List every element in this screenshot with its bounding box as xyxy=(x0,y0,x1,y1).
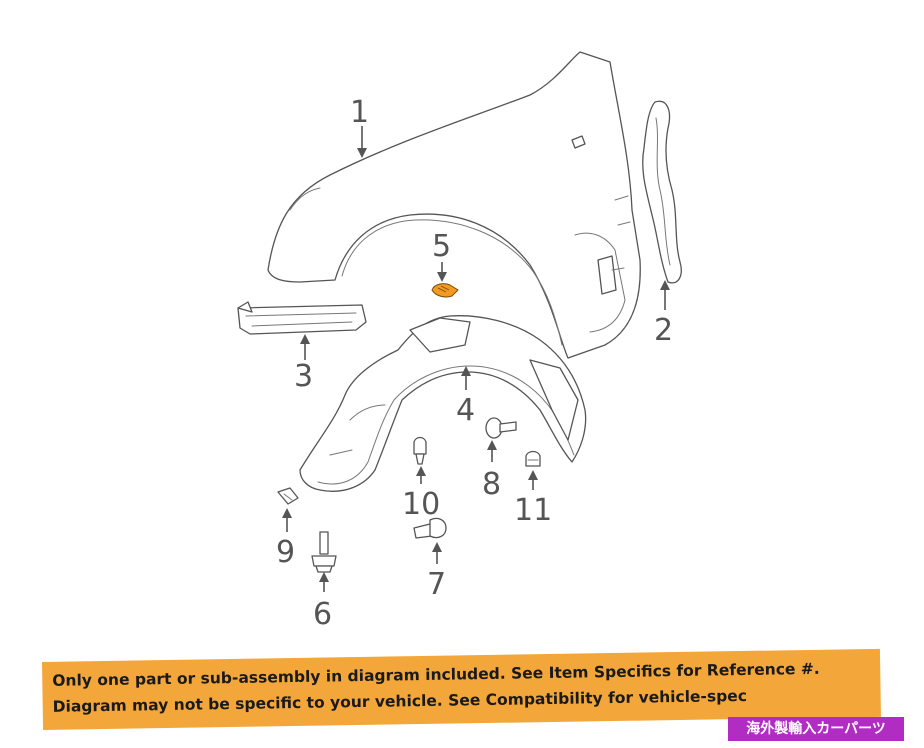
callout-5: 5 xyxy=(432,229,451,264)
clip-5-part xyxy=(431,283,459,298)
clip-9-part xyxy=(277,487,299,505)
callout-4: 4 xyxy=(456,393,475,428)
fender-liner-part xyxy=(299,315,587,492)
import-parts-badge: 海外製輸入カーパーツ xyxy=(728,717,904,741)
nut-clip-11-part xyxy=(525,450,541,467)
callout-2: 2 xyxy=(654,313,673,348)
callout-3: 3 xyxy=(294,359,313,394)
fender-part xyxy=(267,51,641,359)
bracket-part xyxy=(237,301,367,335)
callout-7: 7 xyxy=(427,567,446,602)
fender-seal-part xyxy=(642,100,682,284)
grommet-8-part xyxy=(485,417,517,439)
callout-6: 6 xyxy=(313,597,332,632)
callout-10: 10 xyxy=(402,487,440,522)
callout-1: 1 xyxy=(350,95,369,130)
callout-8: 8 xyxy=(482,467,501,502)
callout-9: 9 xyxy=(276,535,295,570)
leader-lines xyxy=(282,126,670,592)
retainer-10-part xyxy=(413,436,427,465)
callout-11: 11 xyxy=(514,493,552,528)
callout-labels: 1 2 3 4 5 6 7 8 9 10 11 xyxy=(276,95,673,632)
bolt-6-part xyxy=(311,531,337,573)
screw-7-part xyxy=(413,517,447,539)
